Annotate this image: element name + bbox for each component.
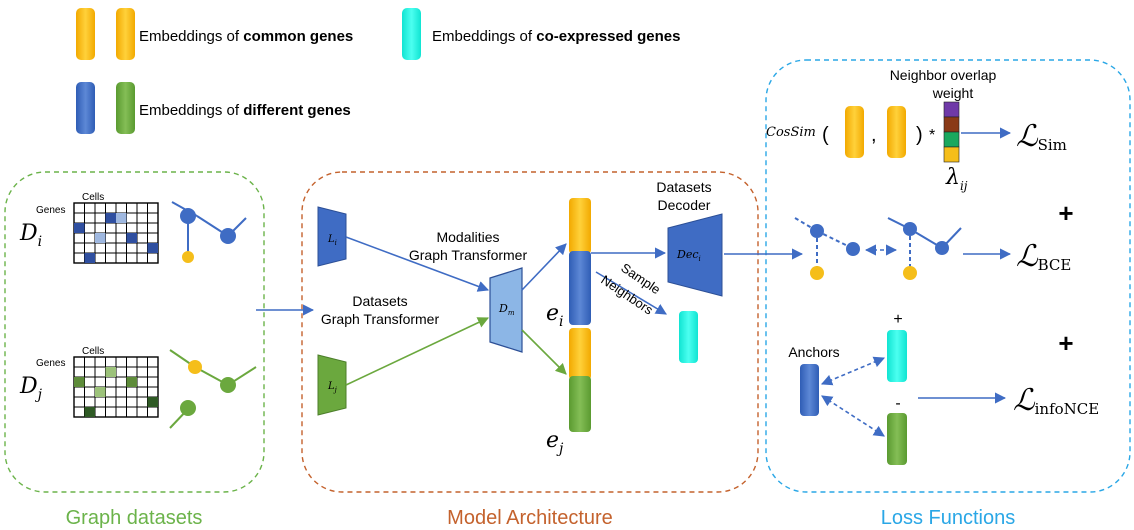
ei-gold-part xyxy=(569,198,591,254)
arrow-lj-to-dm xyxy=(345,317,490,386)
arrow-dm-to-ei xyxy=(521,243,567,291)
cossim-star: * xyxy=(929,127,935,144)
anchors-label: Anchors xyxy=(788,344,839,360)
model-architecture: Li Lj Datasets Graph Transformer Modalit… xyxy=(317,179,804,457)
dataset-di: Di Cells Genes xyxy=(19,192,247,264)
legend-diff-bar-blue xyxy=(76,82,95,134)
ej-green-part xyxy=(569,376,591,432)
li-label: Li xyxy=(327,234,337,247)
overlap-line1: Neighbor overlap xyxy=(890,67,997,83)
cossim-gold-1 xyxy=(845,106,864,158)
encoder-lj xyxy=(317,354,347,416)
arrow-anchor-to-positive xyxy=(820,356,886,386)
ei-blue-part xyxy=(569,251,591,325)
dm-label: Dm xyxy=(498,302,515,317)
genes-label-bottom: Genes xyxy=(36,358,65,369)
legend-common-bar-2 xyxy=(116,8,135,60)
dataset-dj: Dj Cells Genes xyxy=(19,346,257,429)
decoder-line2: Decoder xyxy=(658,197,711,213)
negative-sign: - xyxy=(895,395,900,412)
encoder-li xyxy=(317,206,347,267)
cossim-gold-2 xyxy=(887,106,906,158)
modalities-gt-line2: Graph Transformer xyxy=(409,247,528,263)
cells-label-top: Cells xyxy=(82,192,104,203)
arrow-dm-to-ej xyxy=(521,329,567,375)
legend-common-bar-1 xyxy=(76,8,95,60)
positive-embedding xyxy=(887,330,907,382)
l-infonce-label: ℒinfoNCE xyxy=(1013,383,1099,418)
decoder-shape xyxy=(667,213,723,297)
bce-graph-left xyxy=(794,217,860,280)
cossim-open-paren: ( xyxy=(822,124,829,146)
datasets-gt-line1: Datasets xyxy=(352,293,407,309)
l-bce-label: ℒBCE xyxy=(1016,239,1071,274)
lambda-label: λij xyxy=(945,165,968,193)
di-label: Di xyxy=(19,221,42,250)
overlap-line2: weight xyxy=(932,85,974,101)
ei-label: ei xyxy=(546,301,564,330)
arrow-li-to-dm xyxy=(345,236,490,292)
graph-di xyxy=(171,201,247,263)
graph-dj xyxy=(169,349,257,429)
legend-coexp-label: Embeddings of co-expressed genes xyxy=(432,28,680,45)
negative-embedding xyxy=(887,413,907,465)
encoder-dm xyxy=(489,267,523,353)
matrix-di xyxy=(73,202,159,264)
legend-diff-label: Embeddings of different genes xyxy=(139,102,351,119)
dj-label: Dj xyxy=(19,374,43,403)
positive-sign: + xyxy=(893,311,902,328)
bce-graph-right xyxy=(887,217,962,280)
ej-label: ej xyxy=(546,428,564,457)
plus-sign-1: + xyxy=(1058,198,1073,228)
cossim-label: CosSim xyxy=(766,125,816,140)
cossim-comma: , xyxy=(871,124,877,146)
graph-datasets-title: Graph datasets xyxy=(66,507,203,529)
plus-sign-2: + xyxy=(1058,328,1073,358)
cells-label-bottom: Cells xyxy=(82,346,104,357)
decoder-line1: Datasets xyxy=(656,179,711,195)
ej-gold-part xyxy=(569,328,591,380)
model-architecture-title: Model Architecture xyxy=(447,507,613,529)
l-sim-label: ℒSim xyxy=(1016,119,1067,154)
legend: Embeddings of common genes Embeddings of… xyxy=(76,8,680,134)
modalities-gt-line1: Modalities xyxy=(436,229,499,245)
loss-functions-panel xyxy=(765,59,1131,493)
matrix-dj xyxy=(73,356,159,418)
datasets-gt-line2: Graph Transformer xyxy=(321,311,440,327)
graph-datasets-panel xyxy=(4,171,265,493)
dec-label: Deci xyxy=(676,248,701,263)
arrow-anchor-to-negative xyxy=(821,395,885,437)
loss-functions: Neighbor overlap weight CosSim ( , ) * ℒ… xyxy=(766,67,1099,465)
cossim-close-paren: ) xyxy=(916,124,923,146)
legend-common-label: Embeddings of common genes xyxy=(139,28,353,45)
legend-diff-bar-green xyxy=(116,82,135,134)
arrow-sample-neighbors xyxy=(595,271,667,315)
legend-coexp-bar xyxy=(402,8,421,60)
lj-label: Lj xyxy=(327,381,338,394)
model-architecture-panel xyxy=(301,171,759,493)
loss-functions-title: Loss Functions xyxy=(881,507,1016,529)
genes-label-top: Genes xyxy=(36,205,65,216)
sampled-coexp-embedding xyxy=(679,311,698,363)
anchor-embedding xyxy=(800,364,819,416)
weight-stack xyxy=(943,101,960,163)
